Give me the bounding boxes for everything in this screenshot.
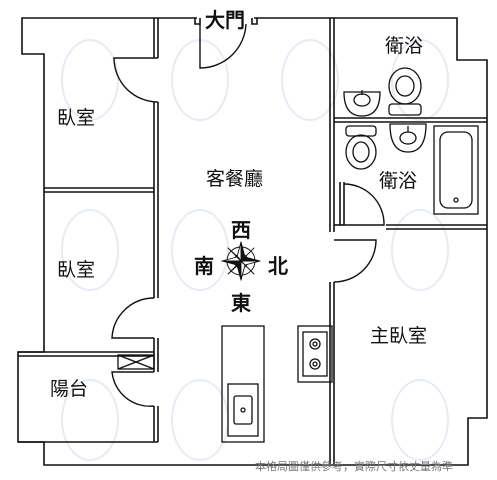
compass-east-label: 東 [231,291,251,315]
toilet-icon [345,134,377,170]
washbasin-icon [389,123,427,153]
watermark [61,39,449,461]
bath-mid-fixtures [345,123,479,215]
bath-top-fixtures [343,67,422,117]
bath-top-label: 衛浴 [385,35,424,57]
doors [111,23,385,407]
compass-rose-icon [221,241,261,281]
balcony-door [111,371,155,407]
balcony-label: 陽台 [50,378,89,400]
compass-south-label: 南 [194,254,214,278]
entrance-door [199,23,247,69]
bedroom-2-label: 臥室 [57,259,96,281]
living-dining-label: 客餐廳 [206,168,264,190]
toilet-icon [388,67,422,105]
kitchen-counter [221,325,265,443]
outer-walls [17,17,488,466]
entrance-label: 大門 [205,8,245,32]
balcony-cabinet [117,354,155,370]
master-door [333,239,377,283]
master-bedroom-label: 主臥室 [370,325,428,347]
interior-walls [18,18,487,465]
bedroom-2-door [111,297,155,339]
bedroom-1-label: 臥室 [57,107,96,129]
sink-icon [227,383,259,437]
bedroom-1-door [113,57,159,103]
bathtub-icon [433,125,479,215]
bath-mid-label: 衛浴 [379,170,418,192]
bath-door [343,183,385,226]
compass-north-label: 北 [268,254,288,278]
compass-west-label: 西 [231,218,251,242]
washbasin-icon [343,91,381,117]
disclaimer-note: 本格局圖僅供參考，實際尺寸依丈量為準 [255,460,453,473]
stove-icon [297,325,333,383]
